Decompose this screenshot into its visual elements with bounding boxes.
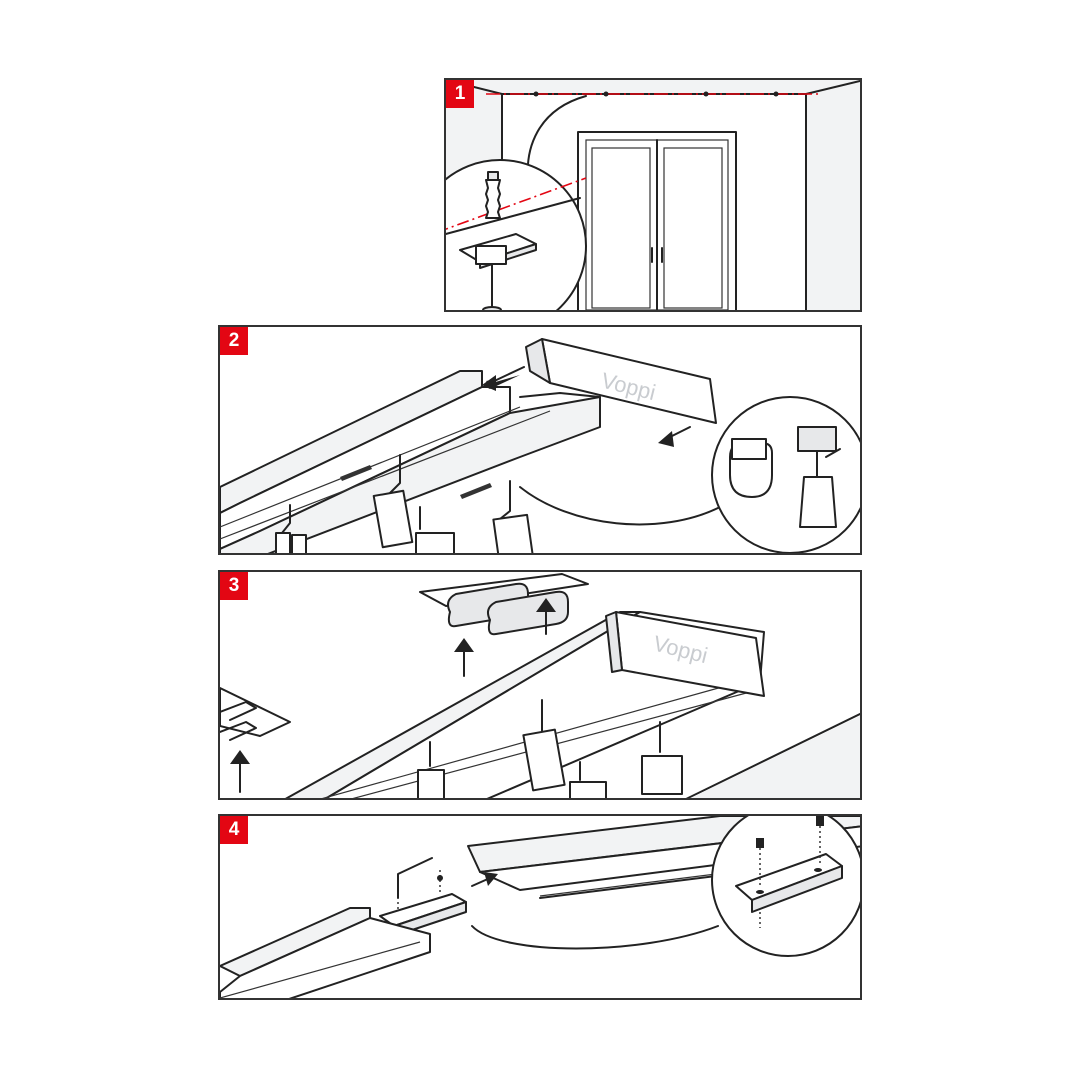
rail-connector-illustration (220, 816, 860, 998)
step-2-panel: Voppi 2 (218, 325, 862, 555)
step-3-panel: Voppi 3 (218, 570, 862, 800)
step-1-panel: 1 (444, 78, 862, 312)
step-badge-3: 3 (220, 572, 248, 600)
rail-clip-illustration: Voppi (220, 572, 860, 798)
end-cap-illustration: Voppi (220, 338, 860, 553)
step-badge-4: 4 (220, 816, 248, 844)
wall-window-illustration (446, 80, 860, 310)
step-badge-1: 1 (446, 80, 474, 108)
step-4-panel: 4 (218, 814, 862, 1000)
step-badge-2: 2 (220, 327, 248, 355)
